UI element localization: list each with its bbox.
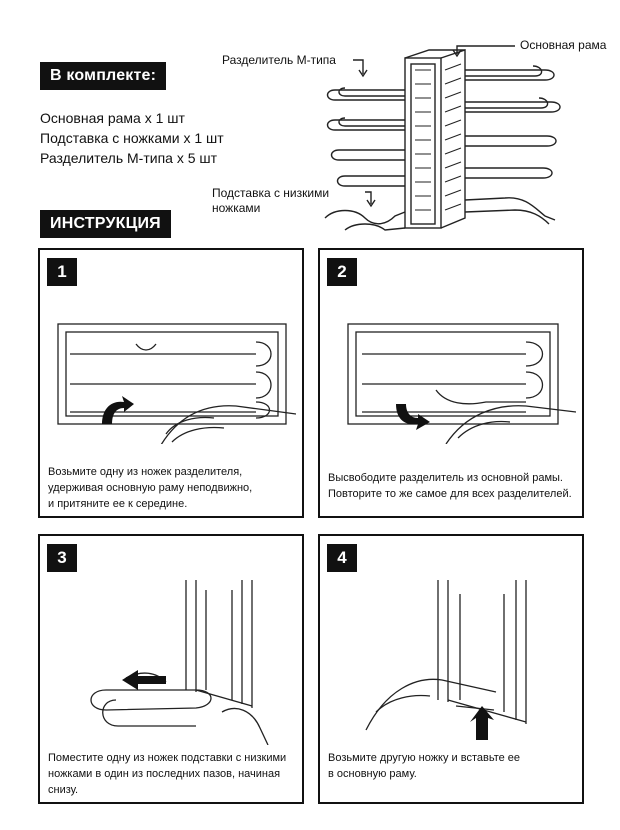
step-illustration [365, 580, 527, 740]
kit-item: Подставка с ножками x 1 шт [40, 130, 224, 146]
step-text-line: Возьмите другую ножку и вставьте ее [328, 752, 521, 764]
step-text-line: удерживая основную раму неподвижно, [48, 482, 253, 494]
step-text-line: Высвободите разделитель из основной рамы… [328, 472, 563, 484]
step-number: 1 [47, 258, 77, 286]
rack-illustration [324, 45, 561, 231]
stand-callout: Подставка с низкими ножками [212, 186, 329, 216]
step-text-line: ножками в один из последних пазов, начин… [48, 768, 281, 780]
step-card-1: 1 Возьмите одну из ножек разделителя, уд… [38, 248, 304, 518]
step-illustration [90, 580, 269, 745]
frame-callout: Основная рама [520, 38, 607, 52]
step-text-line: снизу. [48, 784, 79, 796]
step-card-2: 2 Высвободите разделитель из основной ра… [318, 248, 584, 518]
step-number: 2 [327, 258, 357, 286]
step-illustration [57, 323, 296, 444]
step-text: Возьмите одну из ножек разделителя, удер… [48, 464, 296, 512]
divider-callout: Разделитель М-типа [222, 53, 336, 67]
step-number: 4 [327, 544, 357, 572]
step-text-line: Повторите то же самое для всех разделите… [328, 488, 572, 500]
kit-item: Разделитель М-типа x 5 шт [40, 150, 218, 166]
stand-callout-line2: ножками [212, 201, 261, 215]
step-card-4: 4 Возьмите другую ножку и вставьте ее в … [318, 534, 584, 804]
step-number: 3 [47, 544, 77, 572]
step-text-line: и притяните ее к середине. [48, 498, 188, 510]
step-text: Поместите одну из ножек подставки с низк… [48, 750, 296, 798]
kit-list: Основная рама x 1 шт Подставка с ножками… [40, 108, 224, 168]
kit-item: Основная рама x 1 шт [40, 110, 185, 126]
instructions-header: ИНСТРУКЦИЯ [40, 210, 171, 238]
step-card-3: 3 Поместите одну из ножек подставки с ни… [38, 534, 304, 804]
step-text: Высвободите разделитель из основной рамы… [328, 470, 576, 502]
step-text-line: Возьмите одну из ножек разделителя, [48, 466, 243, 478]
step-text: Возьмите другую ножку и вставьте ее в ос… [328, 750, 576, 782]
kit-header: В комплекте: [40, 62, 167, 90]
step-text-line: в основную раму. [328, 768, 417, 780]
step-text-line: Поместите одну из ножек подставки с низк… [48, 752, 287, 764]
stand-callout-line1: Подставка с низкими [212, 186, 330, 200]
step-illustration [347, 323, 576, 444]
